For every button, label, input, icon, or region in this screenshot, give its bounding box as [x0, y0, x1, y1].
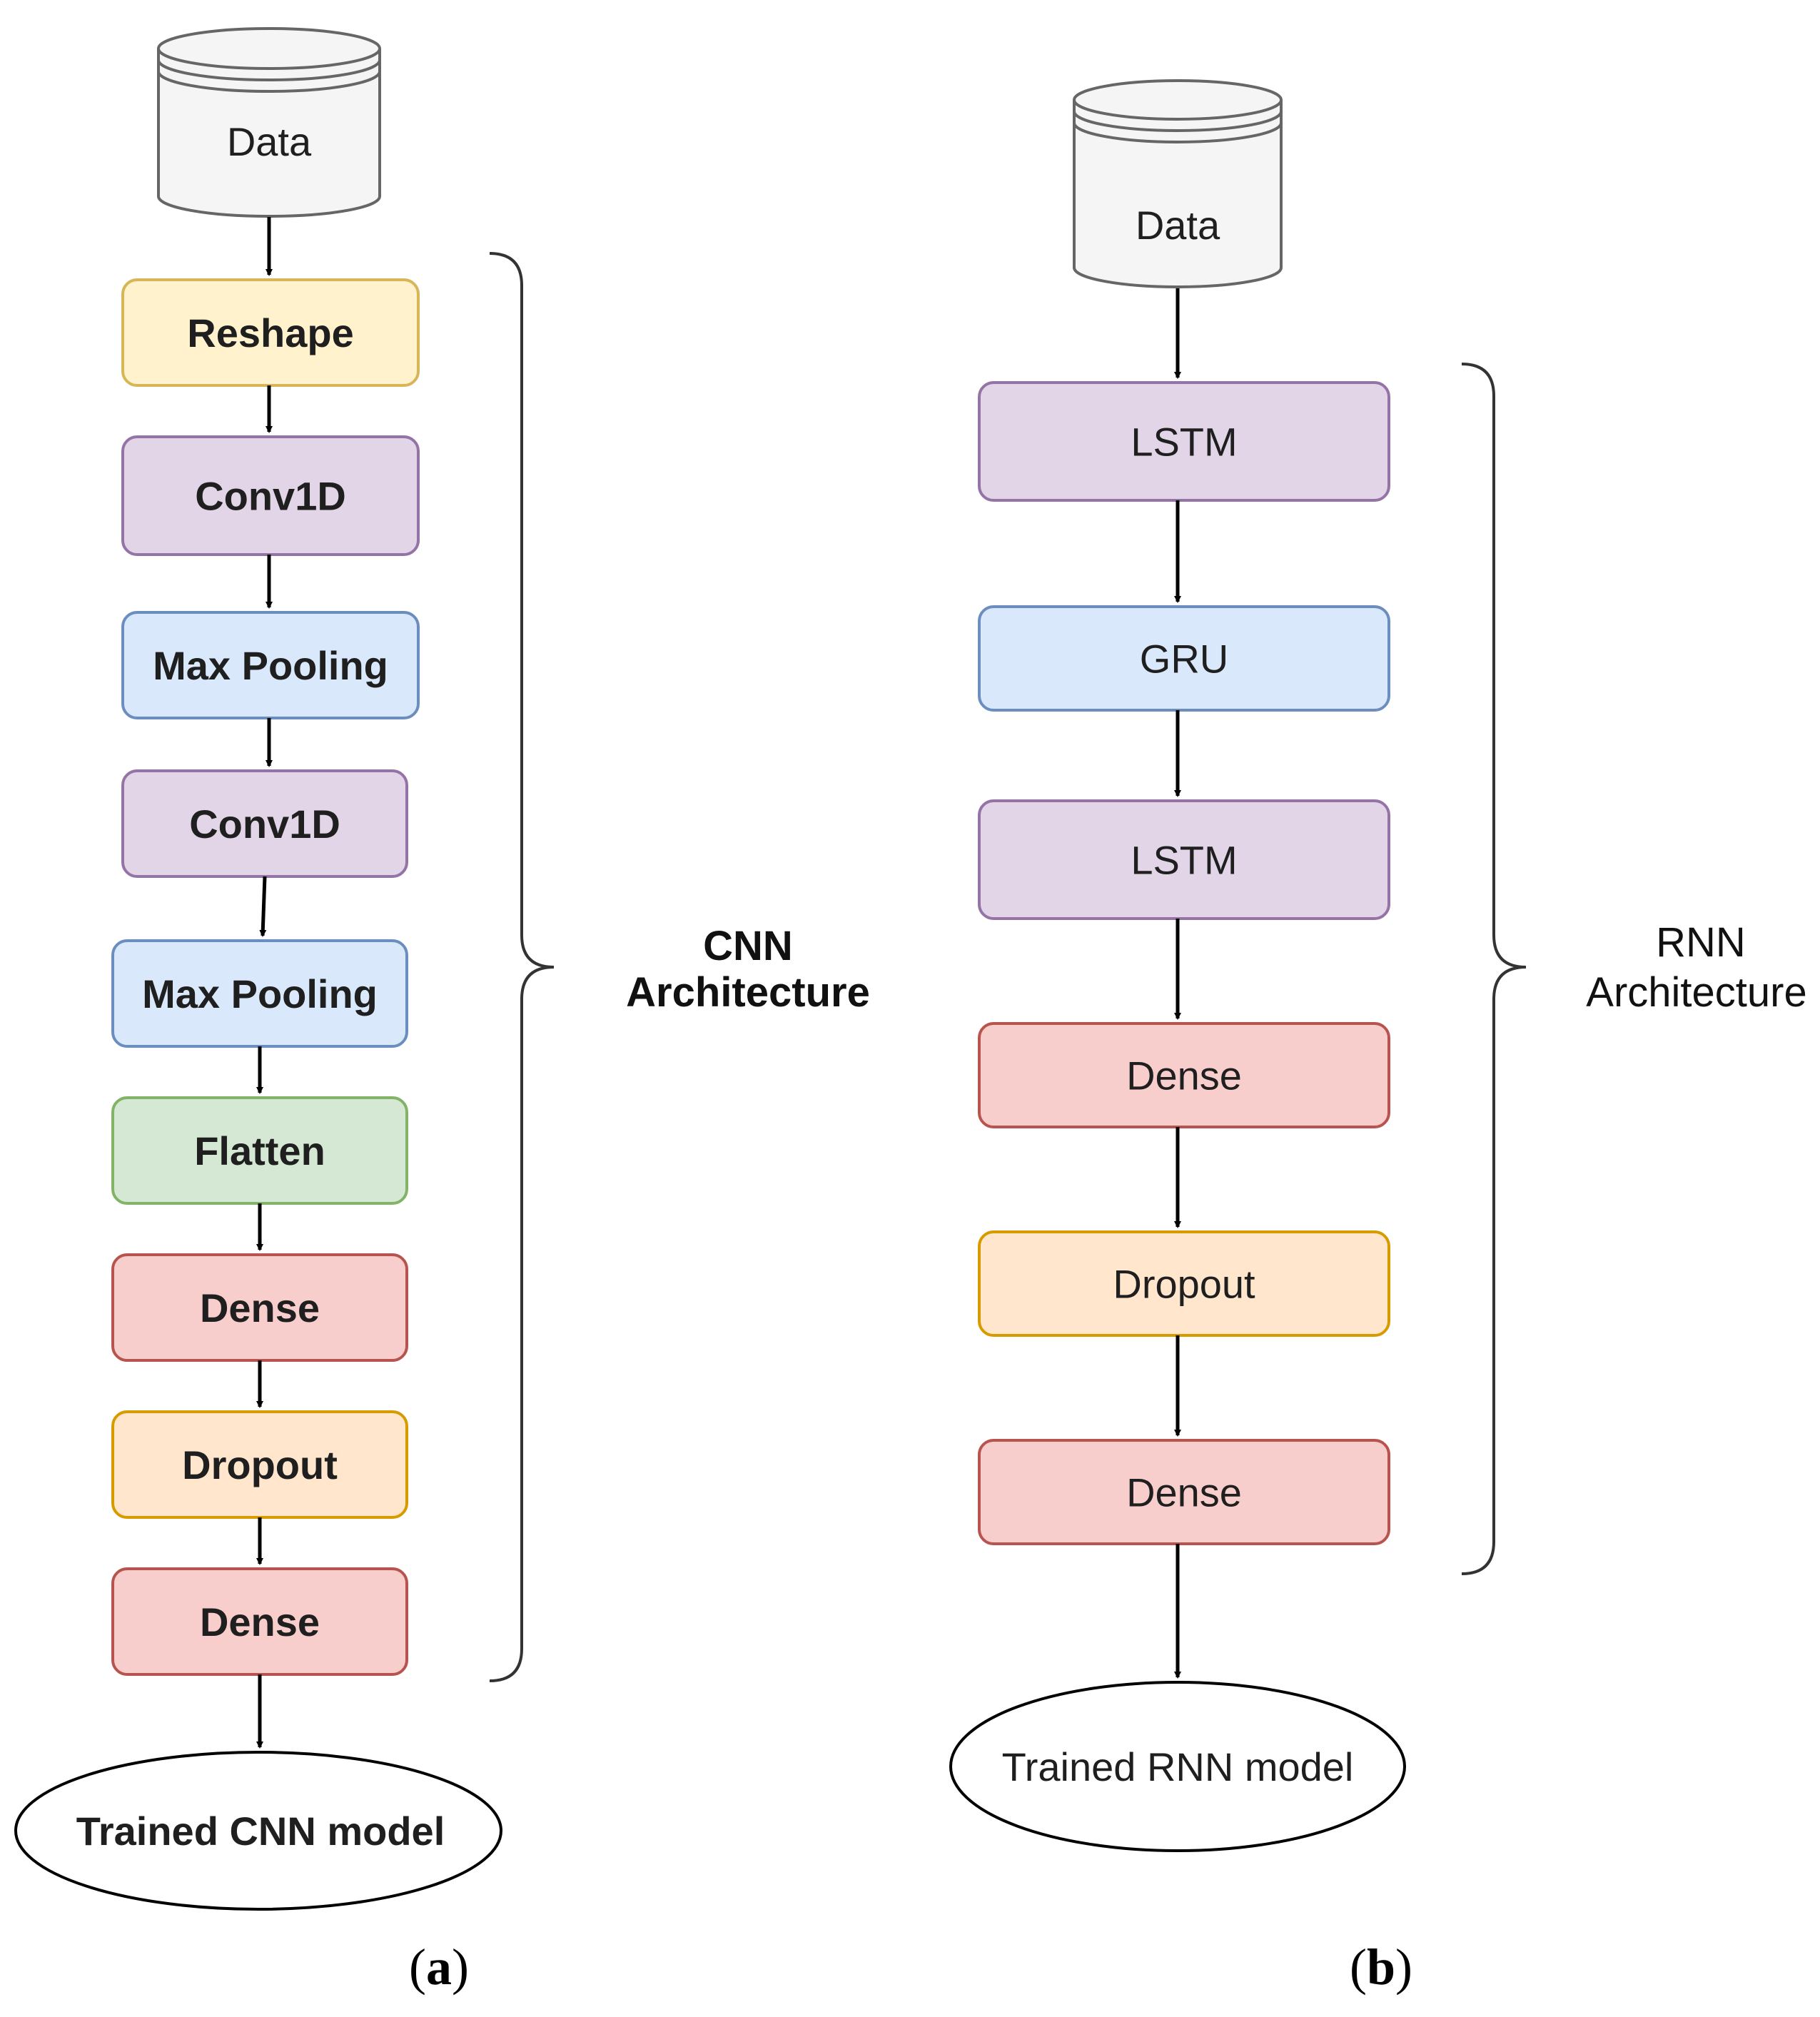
rnn-layer-lstm-box: LSTM — [978, 381, 1390, 502]
rnn-brace — [1461, 363, 1527, 1575]
rnn-arch-label-line1: RNN — [1656, 919, 1746, 966]
cnn-data-label: Data — [227, 119, 312, 164]
cnn-layer-label: Max Pooling — [153, 643, 388, 688]
cnn-arch-label-line1: CNN — [703, 923, 793, 969]
rnn-data-label: Data — [1136, 203, 1220, 248]
cnn-flow-arrow — [259, 876, 267, 937]
cnn-output-ellipse: Trained CNN model — [14, 1751, 502, 1911]
rnn-layer-dense-box: Dense — [978, 1022, 1390, 1128]
rnn-output-label: Trained RNN model — [1002, 1744, 1354, 1789]
rnn-layer-dropout-box: Dropout — [978, 1230, 1390, 1337]
cnn-layer-label: Conv1D — [189, 802, 340, 846]
cnn-layer-label: Dense — [200, 1285, 320, 1330]
cnn-layer-label: Max Pooling — [142, 971, 378, 1016]
cnn-layer-flatten-box: Flatten — [111, 1096, 408, 1205]
cnn-layer-max-pooling-box: Max Pooling — [121, 611, 420, 719]
cnn-layer-dense-box: Dense — [111, 1253, 408, 1362]
cnn-data-cylinder: Data — [157, 27, 381, 218]
cnn-layer-label: Reshape — [187, 310, 353, 355]
cnn-layer-label: Flatten — [194, 1128, 325, 1173]
panel-label-a: (a) — [409, 1938, 469, 1996]
cnn-layer-label: Dropout — [182, 1442, 338, 1487]
cnn-layer-dense-box: Dense — [111, 1567, 408, 1676]
rnn-layer-label: LSTM — [1131, 838, 1237, 883]
rnn-data-cylinder: Data — [1073, 79, 1283, 288]
cnn-layer-conv1d-box: Conv1D — [121, 435, 420, 556]
cnn-layer-max-pooling-box: Max Pooling — [111, 939, 408, 1048]
cnn-brace — [489, 252, 555, 1682]
cnn-arch-label-line2: Architecture — [626, 969, 870, 1016]
cnn-layer-conv1d-box: Conv1D — [121, 769, 408, 878]
rnn-layer-label: GRU — [1140, 637, 1228, 682]
cnn-layer-reshape-box: Reshape — [121, 278, 420, 387]
rnn-layer-label: Dense — [1126, 1053, 1242, 1098]
rnn-layer-gru-box: GRU — [978, 605, 1390, 712]
rnn-arch-label-line2: Architecture — [1586, 969, 1806, 1016]
cnn-layer-dropout-box: Dropout — [111, 1410, 408, 1519]
cnn-layer-label: Dense — [200, 1599, 320, 1644]
cnn-output-label: Trained CNN model — [76, 1809, 445, 1854]
rnn-layer-dense-box: Dense — [978, 1439, 1390, 1545]
rnn-layer-label: Dense — [1126, 1470, 1242, 1515]
panel-label-b: (b) — [1350, 1938, 1412, 1996]
rnn-layer-label: Dropout — [1113, 1262, 1255, 1307]
rnn-layer-lstm-box: LSTM — [978, 799, 1390, 920]
rnn-output-ellipse: Trained RNN model — [949, 1681, 1406, 1852]
cnn-layer-label: Conv1D — [195, 474, 346, 519]
rnn-layer-label: LSTM — [1131, 420, 1237, 465]
